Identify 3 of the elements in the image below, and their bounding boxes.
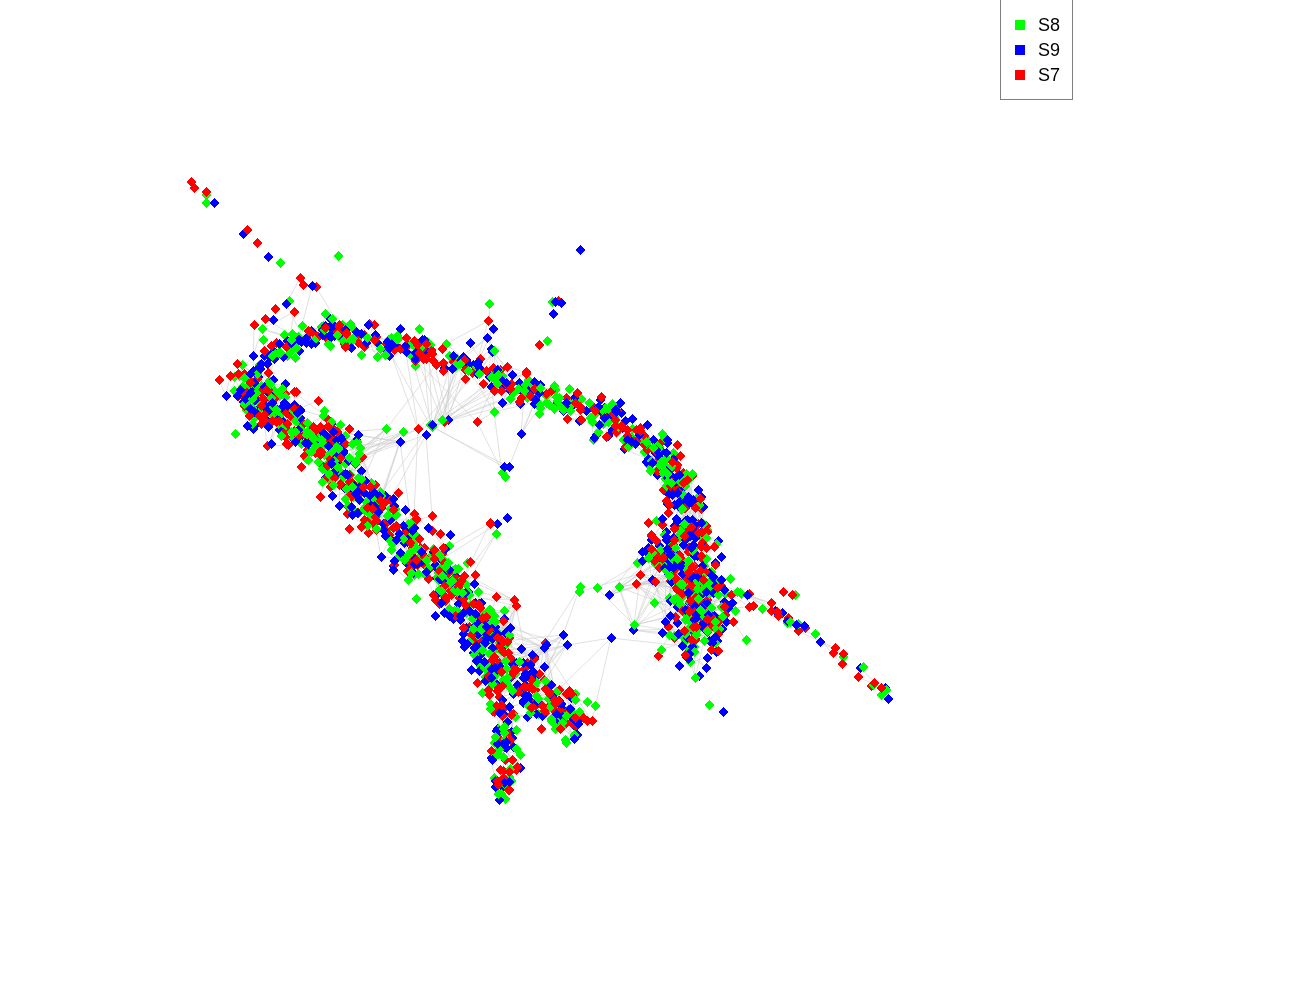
legend-label: S7 (1038, 65, 1061, 85)
legend-label: S9 (1038, 40, 1061, 60)
legend-label: S8 (1038, 15, 1061, 35)
